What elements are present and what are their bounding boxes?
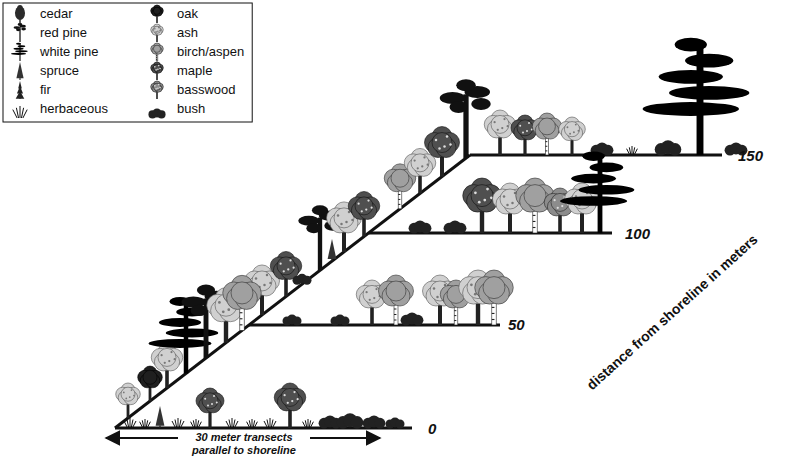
tree-symbol bbox=[151, 343, 183, 388]
tree-symbol bbox=[270, 251, 302, 296]
tree-symbol bbox=[138, 366, 163, 401]
trees bbox=[116, 38, 750, 429]
distance-number: 100 bbox=[625, 225, 650, 242]
tree-symbol bbox=[363, 415, 386, 428]
tree-symbol bbox=[151, 24, 164, 42]
tree-symbol bbox=[247, 419, 258, 428]
legend-box bbox=[3, 3, 252, 122]
tree-symbol bbox=[16, 62, 23, 80]
tree-symbol bbox=[440, 79, 491, 158]
legend-text: ash bbox=[177, 25, 198, 41]
tree-symbol bbox=[148, 109, 165, 119]
tree-symbol bbox=[559, 117, 586, 155]
legend-text: maple bbox=[177, 63, 212, 79]
tree-symbol bbox=[331, 315, 350, 326]
tree-symbol bbox=[191, 419, 202, 428]
tree-symbol bbox=[151, 5, 164, 23]
tree-symbol bbox=[172, 418, 184, 428]
tree-symbol bbox=[655, 140, 682, 155]
tree-symbol bbox=[532, 113, 561, 155]
axis-label: distance from shoreline in meters bbox=[583, 231, 760, 393]
tree-symbol bbox=[11, 43, 28, 61]
ground-lines bbox=[106, 155, 722, 438]
tree-symbol bbox=[404, 148, 436, 193]
legend-text: herbaceous bbox=[40, 101, 108, 117]
tree-symbol bbox=[151, 81, 164, 99]
legend-text: spruce bbox=[40, 63, 79, 79]
tree-symbol bbox=[303, 419, 314, 428]
tree-symbol bbox=[140, 419, 151, 428]
tree-symbol bbox=[13, 106, 27, 118]
legend-text: basswood bbox=[177, 82, 236, 98]
tree-symbol bbox=[15, 5, 25, 23]
tree-symbol bbox=[226, 418, 238, 428]
legend-text: white pine bbox=[40, 44, 99, 60]
tree-symbol bbox=[16, 81, 25, 99]
legend-text: oak bbox=[177, 6, 198, 22]
legend-text: cedar bbox=[40, 6, 73, 22]
tree-symbol bbox=[348, 192, 380, 237]
tree-symbol bbox=[475, 270, 514, 325]
transect-label: 30 meter transects parallel to shoreline bbox=[178, 431, 310, 457]
tree-symbol bbox=[156, 406, 165, 428]
distance-number: 0 bbox=[428, 420, 436, 437]
tree-symbol bbox=[337, 413, 364, 428]
tree-symbol bbox=[560, 151, 634, 233]
tree-symbol bbox=[627, 146, 638, 155]
distance-number: 50 bbox=[508, 316, 525, 333]
tree-symbol bbox=[409, 220, 432, 233]
tree-symbol bbox=[328, 239, 337, 261]
tree-symbol bbox=[14, 23, 26, 42]
tree-symbol bbox=[264, 418, 276, 428]
tree-symbol bbox=[124, 418, 136, 428]
tree-symbol bbox=[293, 274, 312, 285]
tree-symbol bbox=[484, 110, 516, 155]
tree-symbol bbox=[151, 43, 164, 61]
tree-symbol bbox=[444, 220, 467, 233]
tree-symbol bbox=[116, 383, 141, 418]
legend-text: fir bbox=[40, 82, 51, 98]
distance-number: 150 bbox=[738, 147, 763, 164]
legend-text: birch/aspen bbox=[177, 44, 244, 60]
tree-symbol bbox=[643, 38, 750, 155]
tree-symbol bbox=[425, 127, 460, 177]
tree-symbol bbox=[223, 275, 262, 330]
tree-symbol bbox=[196, 388, 224, 428]
tree-symbol bbox=[283, 315, 302, 326]
legend-icons bbox=[11, 5, 166, 118]
tree-symbol bbox=[386, 418, 405, 429]
tree-symbol bbox=[151, 62, 164, 80]
legend-text: bush bbox=[177, 101, 205, 117]
legend-text: red pine bbox=[40, 25, 87, 41]
tree-symbol bbox=[401, 312, 424, 325]
tree-symbol bbox=[274, 383, 306, 428]
